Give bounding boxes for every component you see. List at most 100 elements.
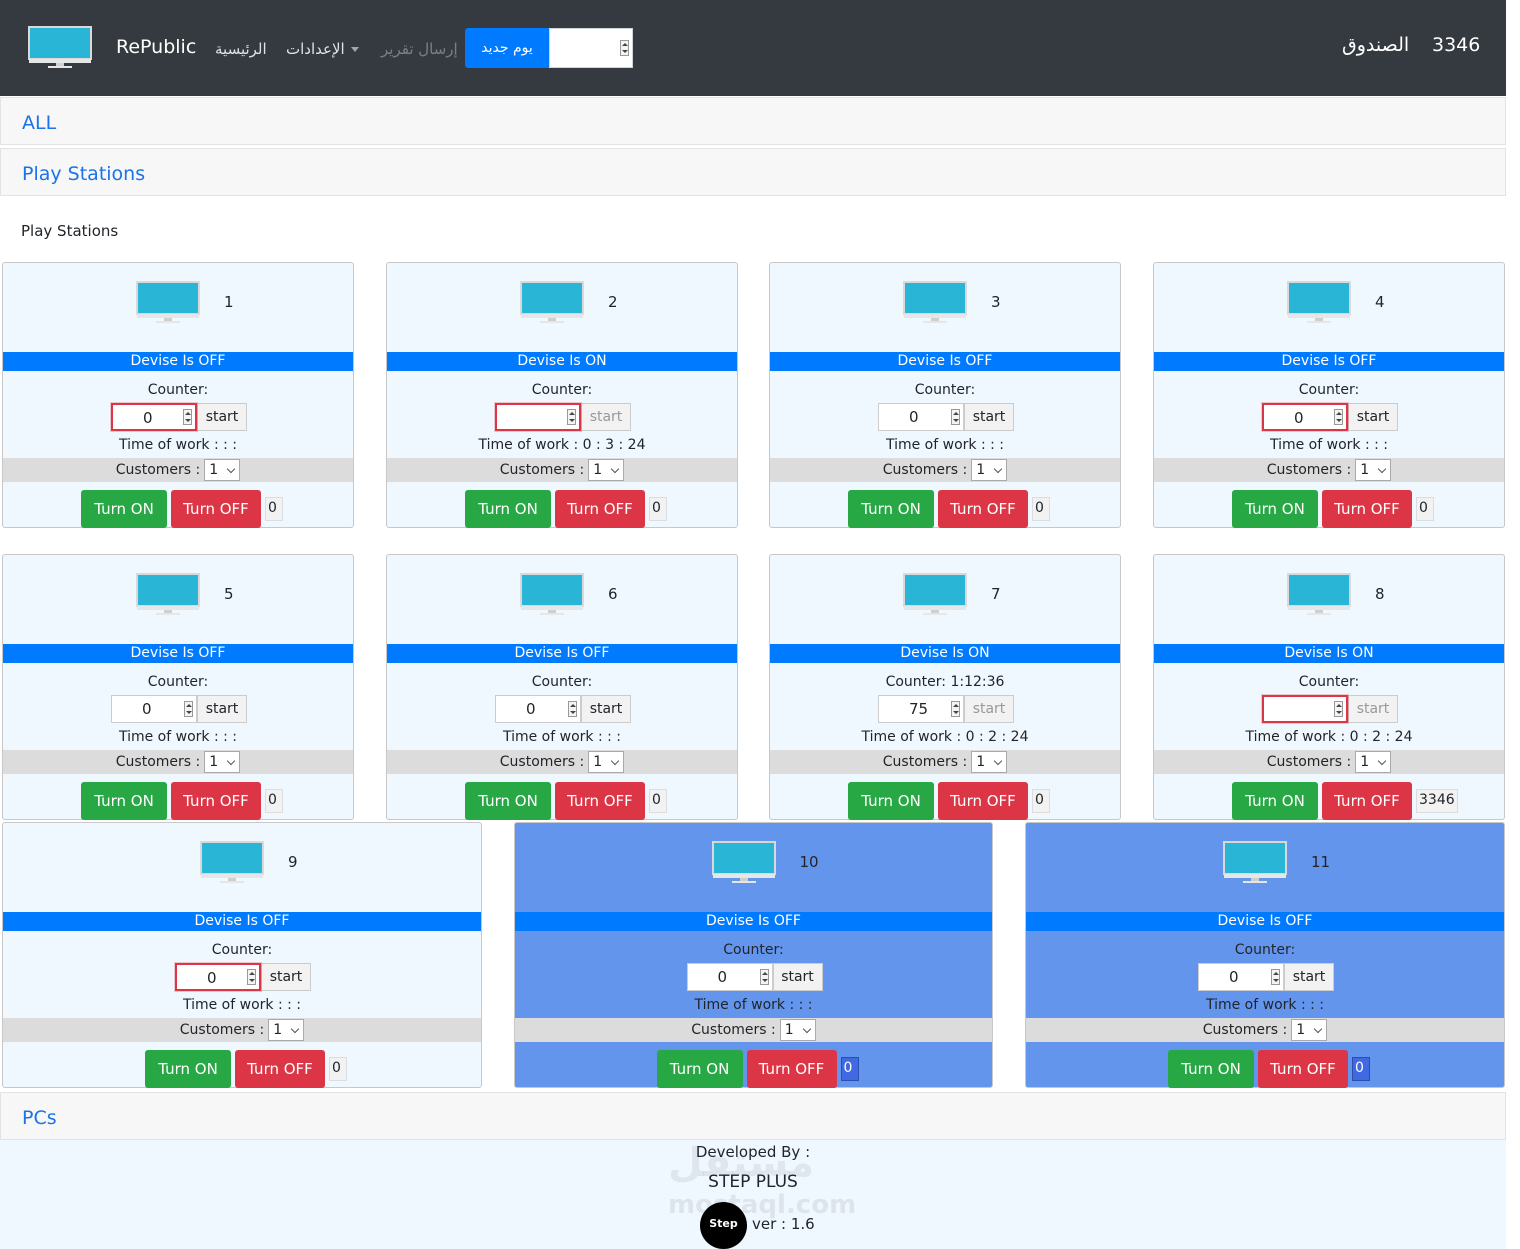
spinner-arrows-icon[interactable] [184,701,193,717]
start-button[interactable]: start [261,963,311,991]
turn-on-button[interactable]: Turn ON [465,490,551,528]
nav-link-home[interactable]: الرئيسية [215,40,267,58]
spinner-arrows-icon[interactable] [247,969,256,985]
spinner-arrows-icon[interactable] [1334,701,1343,717]
monitor-icon [520,573,584,615]
watermark-url: mostaql.com [668,1190,857,1220]
turn-off-button[interactable]: Turn OFF [555,490,645,528]
customers-label: Customers : [115,462,201,478]
spinner-arrows-icon[interactable] [567,409,576,425]
turn-on-button[interactable]: Turn ON [1168,1050,1254,1088]
counter-input-value: 0 [143,409,153,427]
time-of-work: Time of work : : : [1205,997,1325,1013]
turn-on-button[interactable]: Turn ON [81,490,167,528]
spinner-arrows-icon[interactable] [620,40,629,56]
turn-off-button[interactable]: Turn OFF [1322,782,1412,820]
start-button[interactable]: start [1284,963,1334,991]
time-of-work: Time of work : 0 : 2 : 24 [1245,729,1413,745]
turn-off-button[interactable]: Turn OFF [938,782,1028,820]
start-button[interactable]: start [197,403,247,431]
counter-input[interactable]: 0 [175,963,261,991]
customers-select[interactable]: 1 [779,1019,816,1041]
customers-select[interactable]: 1 [971,751,1008,773]
customers-select-value: 1 [273,1022,283,1038]
spinner-arrows-icon[interactable] [183,409,192,425]
start-button[interactable]: start [197,695,247,723]
turn-off-button[interactable]: Turn OFF [555,782,645,820]
counter-input[interactable]: 75 [878,695,964,723]
customers-select-value: 1 [1360,462,1370,478]
category-pcs[interactable]: PCs [0,1092,1506,1140]
turn-on-button[interactable]: Turn ON [848,490,934,528]
start-button[interactable]: start [581,403,631,431]
spinner-arrows-icon[interactable] [568,701,577,717]
customers-row: Customers :1 [515,1018,992,1042]
start-button[interactable]: start [772,963,823,991]
turn-on-button[interactable]: Turn ON [145,1050,231,1088]
turn-off-button[interactable]: Turn OFF [938,490,1028,528]
spinner-arrows-icon[interactable] [951,409,960,425]
customers-select[interactable]: 1 [1355,751,1392,773]
customers-select[interactable]: 1 [204,459,241,481]
turn-on-button[interactable]: Turn ON [656,1050,743,1088]
category-play-stations-label[interactable]: Play Stations [22,163,146,185]
counter-input[interactable]: 0 [1262,403,1348,431]
spinner-arrows-icon[interactable] [1271,969,1280,985]
turn-on-button[interactable]: Turn ON [1232,782,1318,820]
new-day-button[interactable]: يوم جديد [465,28,549,68]
device-number: 2 [608,293,618,311]
turn-on-button[interactable]: Turn ON [848,782,934,820]
device-number: 10 [799,853,819,871]
turn-off-button[interactable]: Turn OFF [1322,490,1412,528]
turn-on-button[interactable]: Turn ON [1232,490,1318,528]
category-play-stations[interactable]: Play Stations [0,148,1506,196]
spinner-arrows-icon[interactable] [1334,409,1343,425]
start-button[interactable]: start [1348,695,1398,723]
customers-select[interactable]: 1 [1355,459,1392,481]
turn-off-button[interactable]: Turn OFF [171,490,261,528]
turn-off-button[interactable]: Turn OFF [235,1050,325,1088]
usage-count: 0 [265,497,283,521]
counter-input[interactable]: 0 [686,963,773,991]
nav-link-send-report[interactable]: إرسال تقرير [381,40,458,58]
turn-off-button[interactable]: Turn OFF [746,1050,837,1088]
turn-off-button[interactable]: Turn OFF [1258,1050,1348,1088]
start-button[interactable]: start [581,695,631,723]
counter-input[interactable]: 0 [1198,963,1284,991]
new-day-number-input[interactable] [549,28,633,68]
category-all[interactable]: ALL [0,97,1506,145]
turn-off-button[interactable]: Turn OFF [171,782,261,820]
customers-label: Customers : [499,754,585,770]
brand-name[interactable]: RePublic [116,36,197,58]
monitor-logo-icon[interactable] [28,26,92,70]
spinner-arrows-icon[interactable] [951,701,960,717]
category-all-label[interactable]: ALL [22,112,57,134]
customers-select[interactable]: 1 [588,751,625,773]
cash-box-value: 3346 [1432,34,1481,56]
counter-input[interactable]: 0 [878,403,964,431]
counter-input[interactable] [495,403,581,431]
start-button[interactable]: start [964,695,1014,723]
nav-dropdown-settings[interactable]: الإعدادات [286,40,359,58]
customers-select[interactable]: 1 [204,751,241,773]
customers-select[interactable]: 1 [588,459,625,481]
turn-on-button[interactable]: Turn ON [465,782,551,820]
start-button[interactable]: start [964,403,1014,431]
customers-select[interactable]: 1 [971,459,1008,481]
counter-label: Counter: [914,382,976,398]
category-pcs-label[interactable]: PCs [22,1107,57,1129]
counter-input[interactable] [1262,695,1348,723]
customers-select[interactable]: 1 [1291,1019,1328,1041]
counter-input[interactable]: 0 [111,403,197,431]
spinner-arrows-icon[interactable] [759,969,769,985]
turn-on-button[interactable]: Turn ON [81,782,167,820]
counter-label: Counter: [531,674,593,690]
counter-input[interactable]: 0 [111,695,197,723]
start-button[interactable]: start [1348,403,1398,431]
customers-select[interactable]: 1 [268,1019,305,1041]
monitor-icon [711,841,776,883]
counter-input[interactable]: 0 [495,695,581,723]
